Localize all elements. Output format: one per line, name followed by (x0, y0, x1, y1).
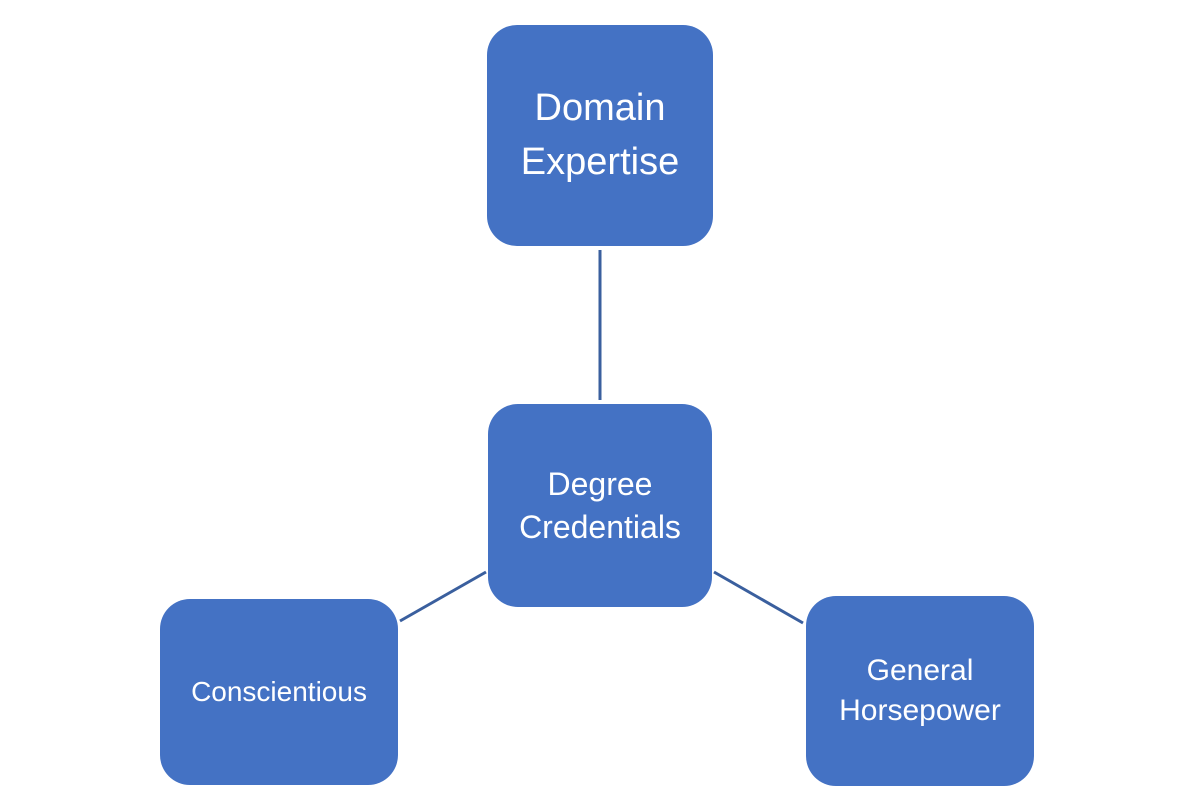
node-general-horsepower: General Horsepower (806, 596, 1034, 786)
node-domain-expertise-label: Domain Expertise (520, 87, 680, 183)
node-conscientious: Conscientious (160, 599, 398, 785)
connector-center-to-left (399, 570, 487, 623)
node-conscientious-label: Conscientious (191, 675, 367, 707)
node-domain-expertise: Domain Expertise (487, 25, 713, 246)
node-degree-credentials-label: Degree Credentials (519, 466, 681, 545)
node-general-horsepower-label: General Horsepower (839, 653, 1001, 728)
node-degree-credentials: Degree Credentials (488, 404, 712, 607)
connector-center-to-right (713, 570, 804, 625)
